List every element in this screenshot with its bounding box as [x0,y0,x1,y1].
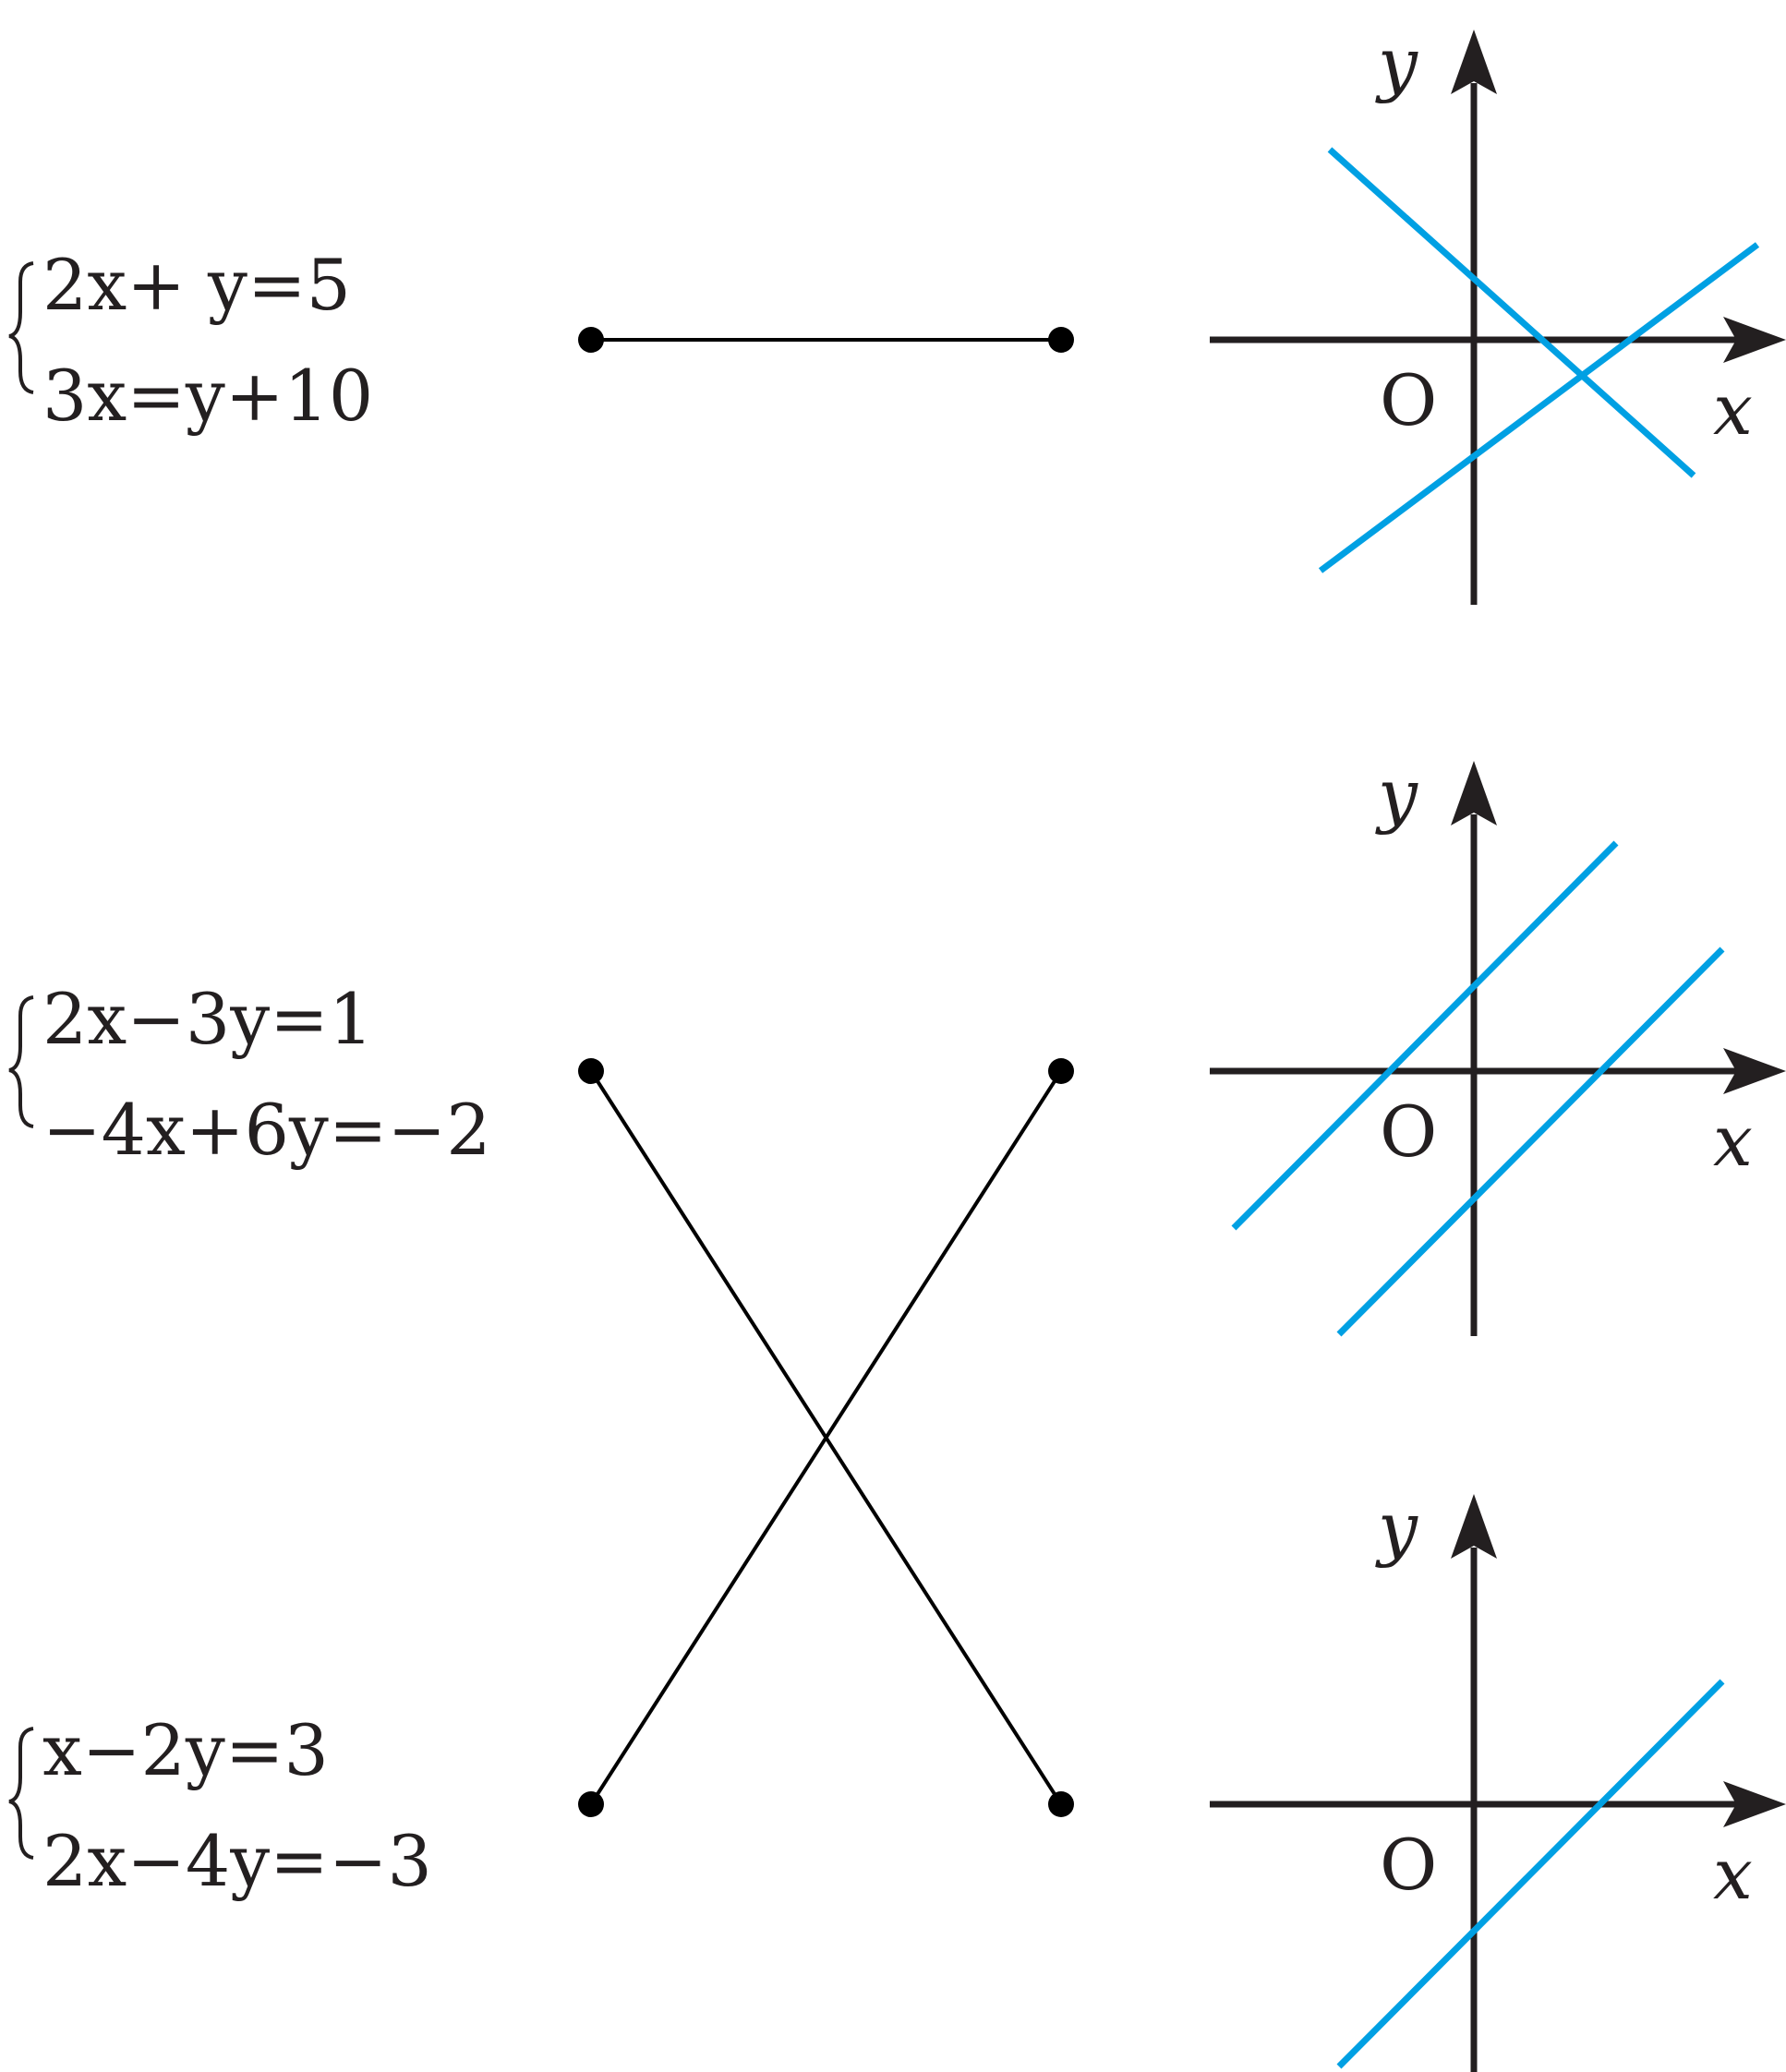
graph-3-line-a [1336,1679,1725,2069]
system-3-brace [8,1727,34,1860]
right-dot-1 [1048,327,1074,353]
right-dot-2 [1048,1058,1074,1084]
graph-2-origin-label: O [1380,1090,1437,1173]
graph-2-y-label: y [1375,753,1418,836]
graph-1-y-arrow [1451,30,1497,94]
graph-1-line-b [1318,242,1760,573]
system-1-equation-2: 3x=y+10 [42,355,373,437]
system-2-equation-2: −4x+6y=−2 [42,1089,491,1171]
graph-1-y-label: y [1375,22,1418,104]
graph-2-x-arrow [1723,1048,1786,1094]
system-1: 2x+ y=5 3x=y+10 [8,244,373,437]
system-2-brace [8,995,34,1128]
graph-3: y x O [1210,1487,1786,2072]
left-dot-2 [578,1058,604,1084]
right-dot-3 [1048,1791,1074,1817]
graph-2: y x O [1210,753,1786,1337]
graph-3-x-label: x [1713,1833,1753,1915]
graph-2-x-label: x [1713,1100,1753,1182]
graph-3-y-arrow [1451,1494,1497,1559]
graph-2-line-b [1336,946,1725,1337]
graph-3-origin-label: O [1380,1824,1437,1906]
system-3-equation-2: 2x−4y=−3 [42,1820,432,1902]
left-dot-3 [578,1791,604,1817]
system-1-equation-1: 2x+ y=5 [42,244,351,326]
system-1-brace [8,261,34,394]
graph-1-line-a [1327,147,1696,478]
matching-lines [578,327,1074,1817]
graph-2-line-a [1231,840,1619,1231]
graph-2-y-arrow [1451,761,1497,825]
graph-1: y x O [1210,22,1786,605]
left-dot-1 [578,327,604,353]
graph-1-x-label: x [1713,368,1753,451]
system-2: 2x−3y=1 −4x+6y=−2 [8,978,491,1171]
graph-1-origin-label: O [1380,359,1437,441]
graph-1-x-arrow [1723,317,1786,363]
system-2-equation-1: 2x−3y=1 [42,978,373,1060]
graph-3-x-arrow [1723,1781,1786,1827]
system-3: x−2y=3 2x−4y=−3 [8,1709,432,1902]
match-line-3 [589,1069,1063,1806]
graph-3-y-label: y [1375,1487,1418,1569]
system-3-equation-1: x−2y=3 [42,1709,329,1791]
